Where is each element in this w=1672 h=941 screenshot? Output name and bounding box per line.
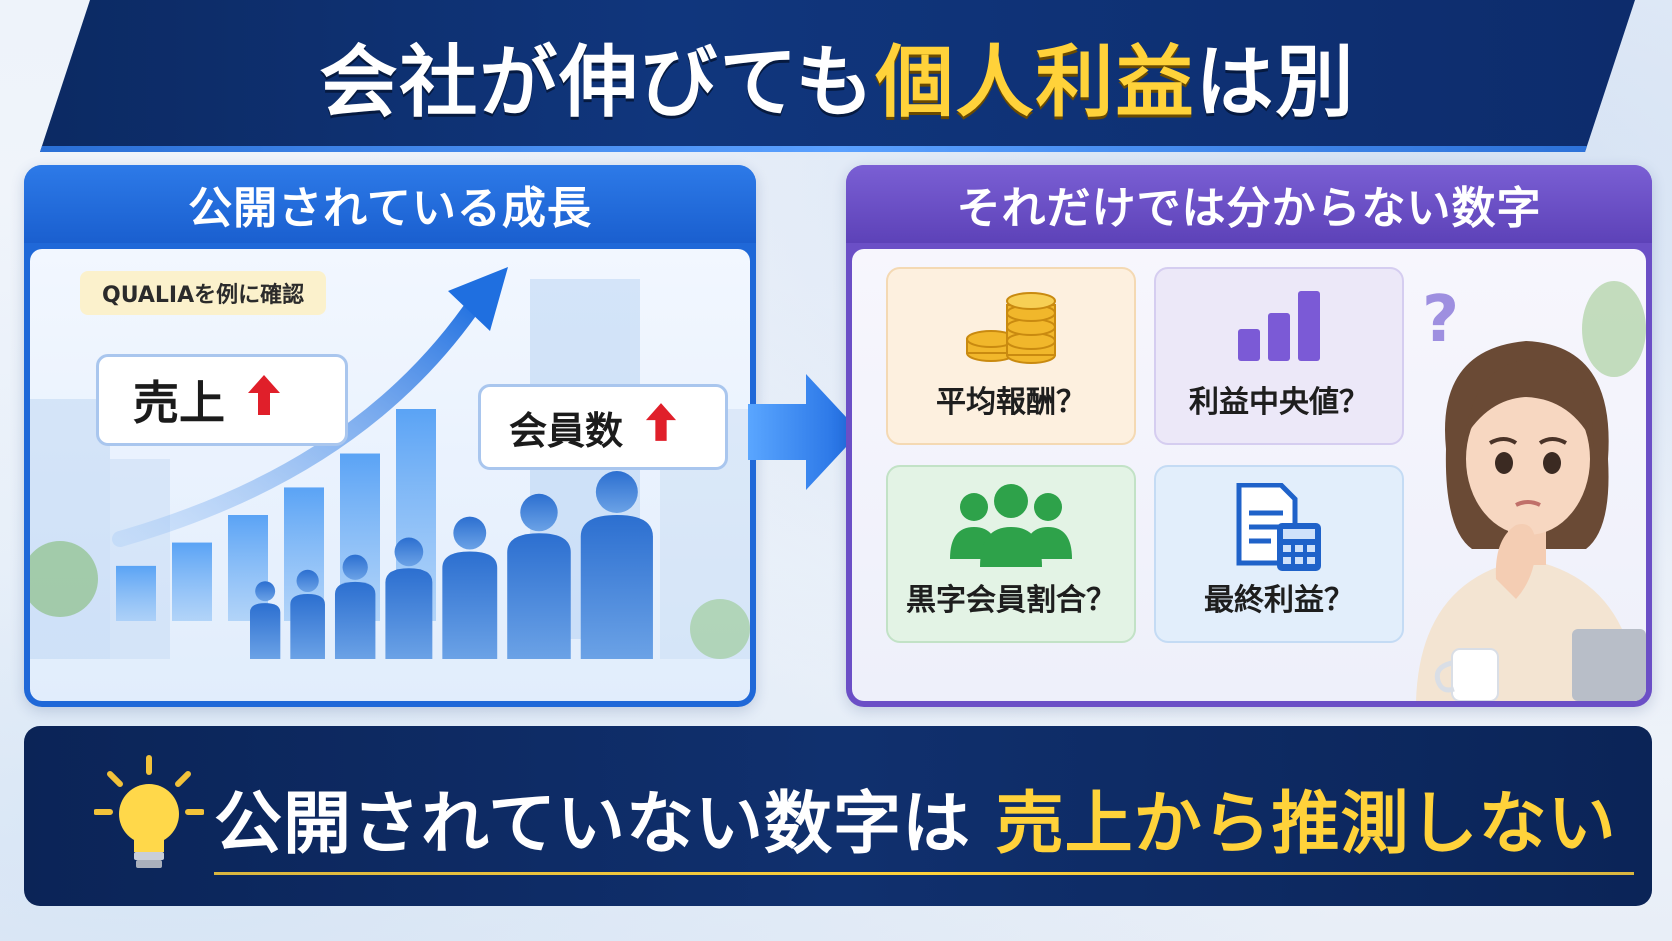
- member-figure-icon: [250, 581, 281, 659]
- growth-bar: [172, 542, 212, 621]
- thinking-woman-illustration: ?: [1416, 281, 1646, 701]
- growth-illustration: [30, 267, 750, 659]
- median-profit-label: 利益中央値？: [1189, 385, 1369, 420]
- growth-bar: [116, 565, 156, 621]
- member-figures: [250, 471, 653, 659]
- members-up-arrow-icon: [645, 401, 677, 454]
- public-growth-panel: 公開されている成長: [24, 165, 756, 707]
- sales-label-text: 売上: [133, 376, 225, 430]
- title-highlight: 個人利益: [875, 38, 1196, 128]
- median-profit-card: 利益中央値？: [1154, 267, 1404, 445]
- sales-label: 売上: [96, 354, 348, 446]
- unknown-numbers-heading: それだけでは分からない数字: [846, 165, 1652, 243]
- unknown-numbers-panel: それだけでは分からない数字 平均報酬？: [846, 165, 1652, 707]
- title-banner: 会社が伸びても個人利益は別: [40, 0, 1635, 152]
- right-arrow-icon: [748, 374, 860, 490]
- public-growth-heading: 公開されている成長: [24, 165, 756, 243]
- conclusion-underline: [214, 872, 1634, 875]
- bar-chart-icon: [1238, 291, 1320, 361]
- conclusion-banner: 公開されていない数字は 売上から推測しない: [24, 726, 1652, 906]
- members-label-text: 会員数: [509, 408, 624, 453]
- people-group-icon: [950, 484, 1072, 567]
- member-figure-icon: [442, 516, 498, 659]
- coins-icon: [966, 292, 1056, 364]
- profitable-member-ratio-label: 黒字会員割合？: [906, 583, 1116, 618]
- member-figure-icon: [290, 569, 325, 659]
- member-figure-icon: [385, 537, 433, 659]
- sales-up-arrow-icon: [247, 373, 281, 428]
- unknown-numbers-body: 平均報酬？ 利益中央値？ 黒字会員割合？: [852, 249, 1646, 701]
- document-calculator-icon: [1236, 483, 1321, 571]
- net-profit-label: 最終利益？: [1204, 583, 1354, 618]
- member-figure-icon: [334, 554, 376, 659]
- tree-icon: [30, 541, 98, 617]
- title-part-1: 会社が伸びても: [319, 38, 876, 128]
- profitable-member-ratio-card: 黒字会員割合？: [886, 465, 1136, 643]
- background-building: [110, 459, 170, 659]
- tree-icon: [690, 599, 750, 659]
- conclusion-highlight: 売上から推測しない: [995, 785, 1617, 864]
- growth-arrowhead-icon: [448, 267, 508, 331]
- member-figure-icon: [580, 471, 653, 659]
- question-mark-icon: ?: [1422, 283, 1459, 357]
- lightbulb-icon: [94, 755, 204, 868]
- page-title: 会社が伸びても個人利益は別: [319, 20, 1355, 132]
- average-pay-card: 平均報酬？: [886, 267, 1136, 445]
- members-label: 会員数: [478, 384, 728, 470]
- growth-arrow-icon: [112, 291, 486, 547]
- average-pay-label: 平均報酬？: [936, 385, 1086, 420]
- qualia-example-tag: QUALIAを例に確認: [80, 271, 327, 315]
- conclusion-text: 公開されていない数字は 売上から推測しない: [214, 768, 1617, 867]
- conclusion-part-1: 公開されていない数字は: [214, 785, 971, 864]
- background-building: [30, 399, 110, 659]
- member-figure-icon: [507, 493, 571, 659]
- public-growth-body: QUALIAを例に確認 売上 会員数: [30, 249, 750, 701]
- net-profit-card: 最終利益？: [1154, 465, 1404, 643]
- title-part-3: は別: [1195, 38, 1356, 128]
